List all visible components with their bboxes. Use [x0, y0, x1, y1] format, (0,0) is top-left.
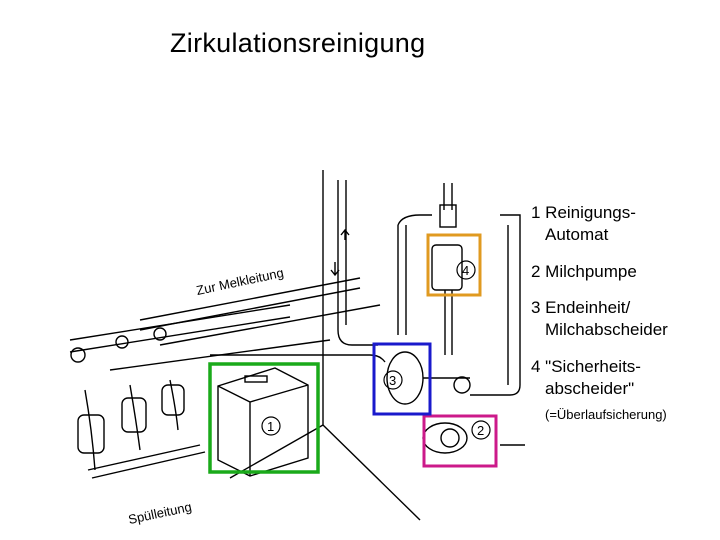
highlight-box-3	[372, 342, 432, 416]
unit-4-number: 4	[462, 263, 469, 278]
return-pipe	[337, 180, 378, 346]
milking-cluster-1	[77, 414, 105, 454]
legend-item-1: 1 Reinigungs- Automat	[531, 202, 636, 246]
rinse-line-pipe	[87, 444, 201, 471]
legend-item-3: 3 Endeinheit/ Milchabscheider	[531, 297, 668, 341]
milk-pump-head	[440, 428, 460, 448]
unit-3-number: 3	[389, 373, 396, 388]
milking-valve-2	[115, 335, 129, 349]
unit-2-number: 2	[477, 423, 484, 438]
cleaning-automat-body	[217, 367, 309, 477]
stall-pipe-upper	[69, 304, 291, 341]
legend-item-3-line1: 3 Endeinheit/	[531, 298, 631, 317]
milk-line-pipe	[139, 277, 361, 321]
highlight-box-2	[422, 414, 498, 468]
flow-arrow-up	[340, 228, 350, 240]
floor-line-right	[322, 424, 421, 521]
cleaning-automat-lid	[244, 375, 268, 383]
unit-2-marker	[471, 420, 491, 440]
unit-3-marker	[383, 370, 403, 390]
legend-note: (=Überlaufsicherung)	[545, 407, 667, 422]
legend-item-1-line2: Automat	[545, 225, 609, 244]
legend-item-2: 2 Milchpumpe	[531, 261, 637, 283]
milking-valve-3	[153, 327, 167, 341]
regulator	[439, 204, 457, 228]
pump-return-pipe	[470, 214, 521, 396]
rinse-line-pipe-lower	[91, 451, 206, 479]
milk-pump-motor	[422, 422, 468, 454]
separator-drain	[444, 290, 453, 355]
stall-pipe-lower	[69, 316, 291, 353]
wall-pipe-top	[397, 214, 432, 226]
legend-item-1-line1: 1 Reinigungs-	[531, 203, 636, 222]
safety-separator-vessel	[431, 244, 463, 291]
unit-1-number: 1	[267, 419, 274, 434]
end-unit-valve	[453, 376, 471, 394]
vacuum-line	[159, 304, 381, 346]
milking-cluster-3	[161, 384, 185, 416]
unit-4-marker	[456, 260, 476, 280]
milking-unit-hose-1	[84, 389, 96, 471]
slide-title: Zirkulationsreinigung	[170, 28, 426, 58]
legend-item-4: 4 "Sicherheits- abscheider"	[531, 356, 641, 400]
milking-cluster-2	[121, 397, 147, 433]
legend-item-4-line1: 4 "Sicherheits-	[531, 357, 641, 376]
cleaning-automat-edges	[217, 384, 309, 476]
flow-arrow-down	[330, 262, 340, 277]
milking-valve-1	[70, 347, 86, 363]
milking-unit-hose-3	[169, 379, 179, 431]
legend-item-3-line2: Milchabscheider	[545, 320, 668, 339]
highlight-box-1	[208, 362, 320, 474]
legend-item-4-line2: abscheider"	[545, 379, 635, 398]
legend-item-2-line1: 2 Milchpumpe	[531, 262, 637, 281]
unit-1-marker	[261, 416, 281, 436]
supply-pipe	[210, 354, 386, 363]
highlight-box-4	[426, 233, 482, 297]
milking-units	[70, 327, 185, 471]
vacuum-pipe	[443, 183, 453, 210]
milking-unit-hose-2	[129, 384, 141, 451]
